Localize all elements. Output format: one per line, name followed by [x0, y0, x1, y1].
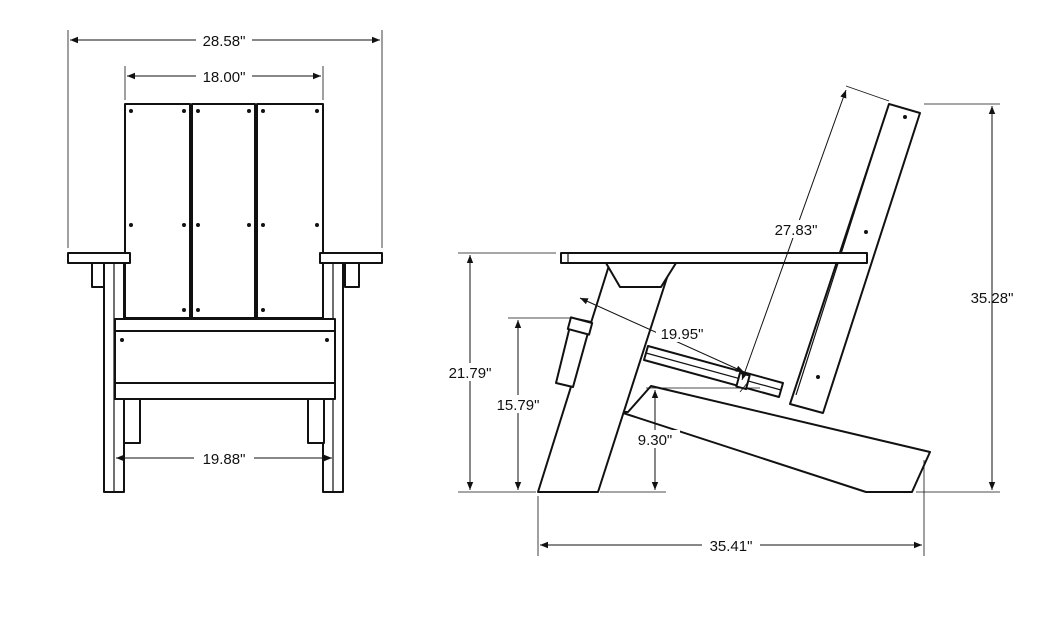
side-view: 27.83" 35.28" 21.79" 15.79" 19.95" 9.30" [440, 85, 1014, 556]
seat-depth-label: 19.95" [661, 326, 704, 343]
rear-support-right [307, 398, 325, 444]
arm-rest-right [319, 252, 383, 264]
arm-rest-left [67, 252, 131, 264]
back-slat-right [256, 103, 324, 319]
back-length-label: 27.83" [775, 222, 818, 239]
seat-front-height-label: 15.79" [497, 397, 540, 414]
back-width-label: 18.00" [203, 69, 246, 86]
lower-rail [114, 382, 336, 400]
arm-rest [560, 252, 868, 264]
overall-height-label: 35.28" [971, 290, 1014, 307]
rear-support-left [123, 398, 141, 444]
front-view: 28.58" 18.00" 19.88" [67, 30, 383, 493]
seat-rear-height-label: 9.30" [638, 432, 673, 449]
back-slat-left [124, 103, 191, 319]
arm-bracket-right [344, 262, 360, 288]
seat-cleat [735, 371, 751, 391]
seat-apron [114, 318, 336, 332]
seat-front-board [114, 330, 336, 384]
overall-width-label: 28.58" [203, 33, 246, 50]
inner-width-label: 19.88" [203, 451, 246, 468]
overall-depth-label: 35.41" [710, 538, 753, 555]
back-screws [129, 109, 319, 312]
back-slat-center [191, 103, 256, 319]
arm-bracket [605, 262, 677, 288]
arm-height-label: 21.79" [449, 365, 492, 382]
